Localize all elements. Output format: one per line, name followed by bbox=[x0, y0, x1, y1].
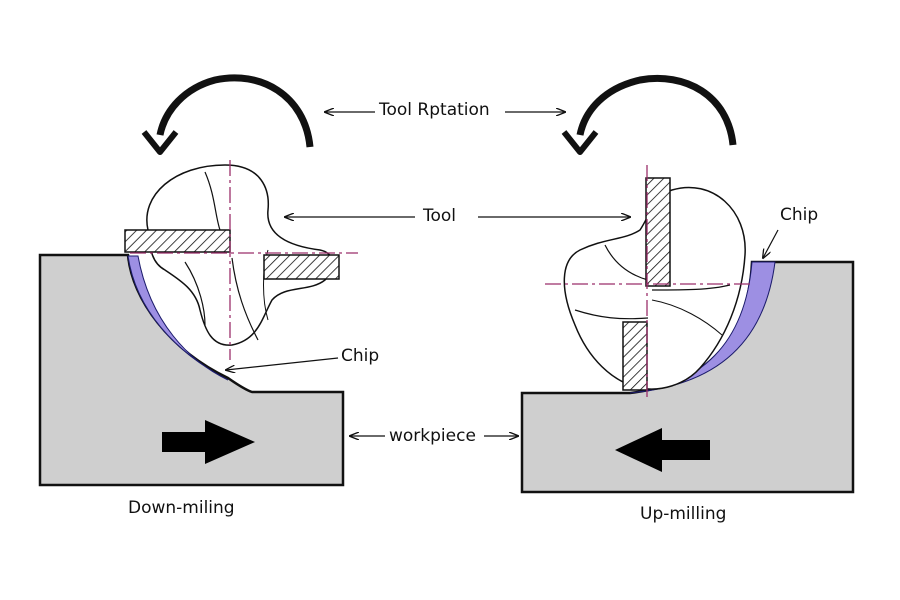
feed-arrow-left bbox=[615, 428, 710, 472]
chip-label-right: Chip bbox=[780, 205, 819, 225]
workpiece-label: workpiece bbox=[389, 426, 476, 446]
tooth-right-b bbox=[622, 321, 648, 391]
up-milling-caption: Up-milling bbox=[640, 504, 727, 524]
tooth-left-a bbox=[124, 229, 231, 253]
tooth-right-a bbox=[645, 177, 671, 287]
down-milling-group bbox=[38, 74, 358, 487]
rotation-arrow-left bbox=[156, 74, 314, 148]
feed-arrow-right bbox=[162, 420, 255, 464]
tool-label: Tool bbox=[423, 206, 457, 226]
chip-left bbox=[127, 255, 229, 381]
tool-left bbox=[146, 164, 334, 346]
tooth-left-b bbox=[263, 254, 340, 280]
chip-label-left: Chip bbox=[341, 346, 380, 366]
up-milling-group bbox=[520, 74, 855, 494]
leader-lines bbox=[226, 112, 779, 436]
rotation-arrow-right bbox=[576, 74, 737, 146]
tool-rotation-label: Tool Rptation bbox=[379, 100, 490, 120]
down-milling-caption: Down-miling bbox=[128, 498, 235, 518]
